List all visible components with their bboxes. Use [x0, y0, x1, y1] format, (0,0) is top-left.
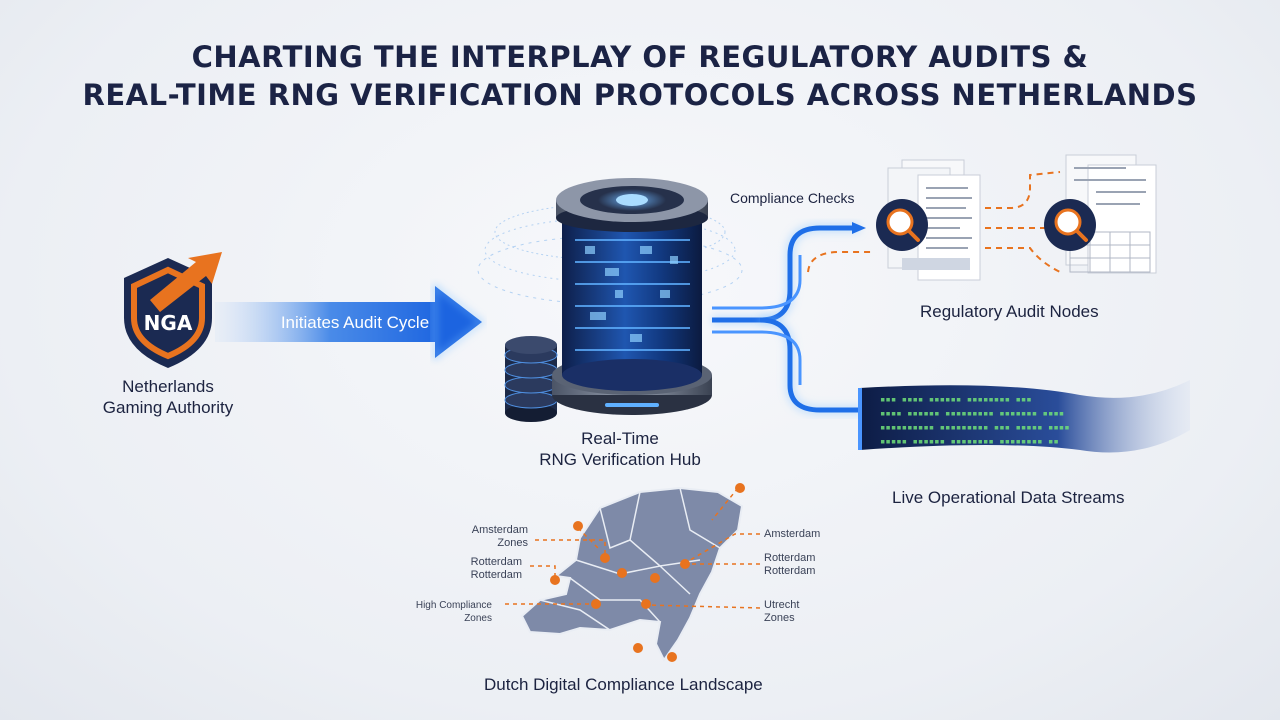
map-callout-lines [505, 487, 761, 609]
netherlands-map-icon [520, 486, 744, 662]
stream-code-line: ▪▪▪▪▪▪▪▪▪▪ ▪▪▪▪▪▪▪▪▪ ▪▪▪ ▪▪▪▪▪ ▪▪▪▪ [880, 423, 1070, 433]
data-streams-label: Live Operational Data Streams [892, 488, 1125, 507]
callout-text: Zones [764, 612, 795, 624]
audit-dashed-links [807, 171, 1061, 273]
map-callout-right-3: Utrecht Zones [764, 599, 799, 625]
initiates-audit-arrow [215, 283, 484, 361]
data-pipe [712, 223, 862, 415]
storage-stack-icon [504, 336, 558, 422]
arrow-label: Initiates Audit Cycle [281, 313, 429, 332]
map-marker-icon [550, 483, 745, 662]
audit-nodes-label: Regulatory Audit Nodes [920, 302, 1099, 321]
callout-text: Rotterdam [470, 569, 522, 581]
page-title-line-1: CHARTING THE INTERPLAY OF REGULATORY AUD… [191, 40, 1089, 74]
callout-text: High Compliance [415, 600, 492, 611]
magnifier-icon [876, 199, 928, 251]
hub-label: Real-Time RNG Verification Hub [500, 428, 740, 470]
nga-badge-text: NGA [144, 311, 193, 335]
map-callout-left-1: Amsterdam Zones [470, 524, 528, 550]
map-callout-left-2: Rotterdam Rotterdam [458, 556, 522, 582]
magnifier-icon [1044, 199, 1096, 251]
stream-code-line: ▪▪▪ ▪▪▪▪ ▪▪▪▪▪▪ ▪▪▪▪▪▪▪▪ ▪▪▪ [880, 395, 1032, 405]
callout-text: Zones [464, 613, 492, 624]
callout-text: Amsterdam [471, 524, 528, 536]
map-callout-left-3: High Compliance Zones [400, 599, 492, 625]
nga-shield-icon [124, 252, 222, 368]
map-callout-right-1: Amsterdam [764, 528, 821, 540]
page-title-line-2: REAL-TIME RNG VERIFICATION PROTOCOLS ACR… [82, 78, 1198, 112]
callout-text: Zones [497, 537, 528, 549]
stream-code-line: ▪▪▪▪ ▪▪▪▪▪▪ ▪▪▪▪▪▪▪▪▪ ▪▪▪▪▪▪▪ ▪▪▪▪ [880, 409, 1064, 419]
authority-name-line-1: Netherlands [122, 377, 214, 396]
stream-code-line: ▪▪▪▪▪ ▪▪▪▪▪▪ ▪▪▪▪▪▪▪▪ ▪▪▪▪▪▪▪▪ ▪▪ [880, 437, 1059, 447]
rng-hub-server-icon [552, 178, 712, 415]
authority-label: Netherlands Gaming Authority [80, 376, 256, 418]
map-callout-right-2: Rotterdam Rotterdam [764, 552, 815, 578]
compliance-checks-label: Compliance Checks [730, 190, 855, 206]
map-title: Dutch Digital Compliance Landscape [484, 675, 763, 694]
callout-text: Rotterdam [470, 556, 522, 568]
hub-label-line-1: Real-Time [581, 429, 659, 448]
pipe-arrow-head [852, 222, 866, 234]
callout-text: Rotterdam [764, 565, 816, 577]
hub-label-line-2: RNG Verification Hub [539, 450, 701, 469]
data-stream-ribbon: ▪▪▪ ▪▪▪▪ ▪▪▪▪▪▪ ▪▪▪▪▪▪▪▪ ▪▪▪ ▪▪▪▪ ▪▪▪▪▪▪… [858, 380, 1190, 453]
callout-text: Rotterdam [764, 552, 816, 564]
authority-name-line-2: Gaming Authority [102, 398, 234, 417]
callout-text: Utrecht [764, 599, 800, 611]
